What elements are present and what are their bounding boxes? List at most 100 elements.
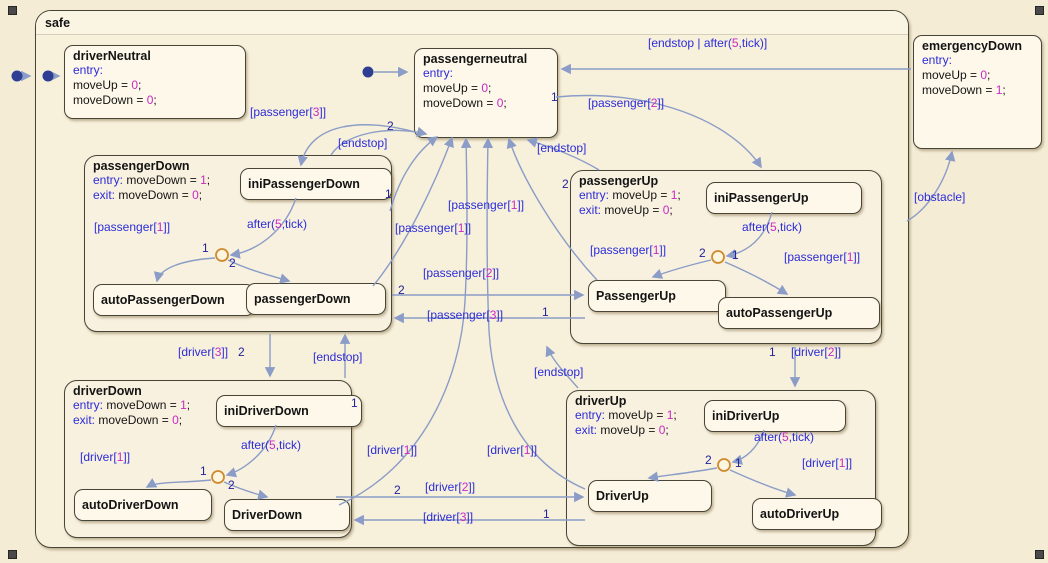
state-passengerneutral[interactable]: passengerneutral entry: moveUp = 0; move… xyxy=(414,48,558,138)
transition-label[interactable]: [endstop] xyxy=(534,365,584,379)
state-DriverUp-leaf[interactable]: DriverUp xyxy=(588,480,712,512)
transition-priority: 2 xyxy=(398,283,405,297)
transition-priority: 1 xyxy=(543,507,550,521)
entry-keyword: entry: xyxy=(73,398,104,412)
transition-priority: 1 xyxy=(732,248,739,262)
state-name: passengerDown xyxy=(93,159,190,173)
selection-handle[interactable] xyxy=(1035,6,1044,15)
transition-label[interactable]: after(5,tick) xyxy=(742,220,803,234)
transition-priority: 2 xyxy=(699,246,706,260)
entry-keyword: entry: xyxy=(423,66,454,80)
action-line: moveDown = 1; xyxy=(922,83,1006,97)
transition-label[interactable]: [driver[3]] xyxy=(178,345,229,359)
action-line: moveUp = 0; xyxy=(423,81,492,95)
state-autoDriverDown[interactable]: autoDriverDown xyxy=(74,489,212,521)
transition-label[interactable]: [passenger[2]] xyxy=(588,96,665,110)
transition-label[interactable]: [passenger[1]] xyxy=(94,220,171,234)
transition-label[interactable]: [obstacle] xyxy=(914,190,966,204)
entry-keyword: entry: xyxy=(575,408,606,422)
transition-label[interactable]: after(5,tick) xyxy=(247,217,308,231)
transition-label[interactable]: [driver[3]] xyxy=(423,510,474,524)
transition-label[interactable]: [endstop | after(5,tick)] xyxy=(648,36,768,50)
transition-label[interactable]: [passenger[1]] xyxy=(784,250,861,264)
transition-label[interactable]: [passenger[1]] xyxy=(395,221,472,235)
exit-keyword: exit: xyxy=(93,188,116,202)
exit-action: moveUp = 0; xyxy=(604,203,673,217)
transition-label[interactable]: [passenger[1]] xyxy=(590,243,667,257)
transition-priority: 2 xyxy=(229,256,236,270)
state-name: driverNeutral xyxy=(73,49,151,63)
exit-keyword: exit: xyxy=(579,203,602,217)
transition-priority: 1 xyxy=(542,305,549,319)
state-safe-name: safe xyxy=(45,15,71,30)
transition-label[interactable]: [endstop] xyxy=(313,350,363,364)
state-emergencyDown[interactable]: emergencyDown entry: moveUp = 0; moveDow… xyxy=(913,35,1042,149)
transition-priority: 2 xyxy=(562,177,569,191)
transition-label[interactable]: [driver[2]] xyxy=(425,480,476,494)
selection-handle[interactable] xyxy=(1035,550,1044,559)
transition-priority: 1 xyxy=(202,241,209,255)
action-line: moveUp = 0; xyxy=(922,68,991,82)
entry-action: moveUp = 1; xyxy=(608,408,677,422)
state-DriverDown-leaf[interactable]: DriverDown xyxy=(224,499,350,531)
state-iniDriverUp[interactable]: iniDriverUp xyxy=(704,400,846,432)
transition-label[interactable]: [passenger[3]] xyxy=(250,105,327,119)
transition-obstacle[interactable] xyxy=(906,150,956,222)
state-autoDriverUp[interactable]: autoDriverUp xyxy=(752,498,882,530)
transition-label[interactable]: [driver[2]] xyxy=(791,345,842,359)
transition-priority: 1 xyxy=(551,90,558,104)
state-iniPassengerDown[interactable]: iniPassengerDown xyxy=(240,168,392,200)
transition-priority: 2 xyxy=(387,119,394,133)
transition-priority: 2 xyxy=(238,345,245,359)
state-iniDriverDown[interactable]: iniDriverDown xyxy=(216,395,362,427)
exit-keyword: exit: xyxy=(575,423,598,437)
action-line: moveDown = 0; xyxy=(423,96,507,110)
transition-priority: 1 xyxy=(351,396,358,410)
transition-label[interactable]: after(5,tick) xyxy=(241,438,302,452)
state-name: emergencyDown xyxy=(922,39,1023,53)
transition-label[interactable]: [passenger[3]] xyxy=(427,308,504,322)
initial-dot[interactable] xyxy=(11,70,23,82)
state-name: driverUp xyxy=(575,394,627,408)
transition-label[interactable]: [driver[1]] xyxy=(802,456,853,470)
state-safe-header: safe xyxy=(36,11,908,35)
transition-label[interactable]: [driver[1]] xyxy=(367,443,418,457)
transition-label[interactable]: [driver[1]] xyxy=(80,450,131,464)
entry-keyword: entry: xyxy=(73,63,104,77)
transition-label[interactable]: [driver[1]] xyxy=(487,443,538,457)
state-iniPassengerUp[interactable]: iniPassengerUp xyxy=(706,182,862,214)
state-passengerDown-leaf[interactable]: passengerDown xyxy=(246,283,386,315)
transition-label[interactable]: [passenger[1]] xyxy=(448,198,525,212)
state-driverNeutral[interactable]: driverNeutral entry: moveUp = 0; moveDow… xyxy=(64,45,246,119)
transition-priority: 1 xyxy=(769,345,776,359)
transition-priority: 2 xyxy=(394,483,401,497)
state-autoPassengerUp[interactable]: autoPassengerUp xyxy=(718,297,880,329)
transition-priority: 1 xyxy=(200,464,207,478)
transition-label[interactable]: [endstop] xyxy=(537,141,587,155)
entry-action: moveDown = 1; xyxy=(126,173,211,187)
action-line: moveDown = 0; xyxy=(73,93,157,107)
state-PassengerUp-leaf[interactable]: PassengerUp xyxy=(588,280,726,312)
transition-label[interactable]: [passenger[2]] xyxy=(423,266,500,280)
entry-keyword: entry: xyxy=(93,173,124,187)
state-name: passengerneutral xyxy=(423,52,528,66)
entry-action: moveDown = 1; xyxy=(106,398,191,412)
action-line: moveUp = 0; xyxy=(73,78,142,92)
exit-keyword: exit: xyxy=(73,413,96,427)
entry-action: moveUp = 1; xyxy=(612,188,681,202)
transition-priority: 2 xyxy=(705,453,712,467)
selection-handle[interactable] xyxy=(8,550,17,559)
exit-action: moveUp = 0; xyxy=(600,423,669,437)
state-name: driverDown xyxy=(73,384,142,398)
exit-action: moveDown = 0; xyxy=(118,188,203,202)
transition-priority: 2 xyxy=(228,478,235,492)
selection-handle[interactable] xyxy=(8,6,17,15)
transition-priority: 1 xyxy=(385,187,392,201)
transition-label[interactable]: [endstop] xyxy=(338,136,388,150)
transition-label[interactable]: after(5,tick) xyxy=(754,430,815,444)
state-autoPassengerDown[interactable]: autoPassengerDown xyxy=(93,284,255,316)
state-name: passengerUp xyxy=(579,174,659,188)
entry-keyword: entry: xyxy=(579,188,610,202)
exit-action: moveDown = 0; xyxy=(98,413,183,427)
